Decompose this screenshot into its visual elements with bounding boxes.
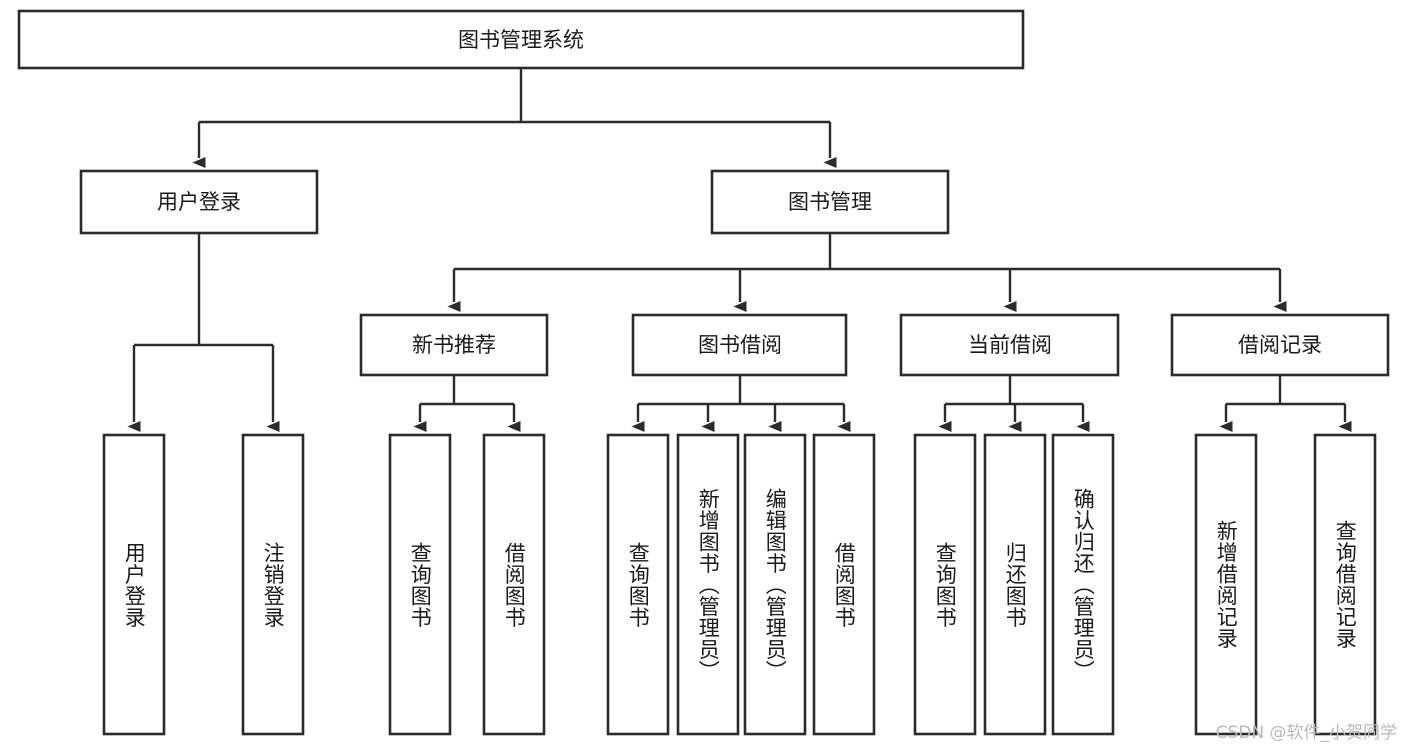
- leaf-box-query-book-borrow[interactable]: [606, 433, 670, 736]
- leaf-box-query-book-rec[interactable]: [388, 433, 452, 736]
- leaf-box-query-book-cur[interactable]: [913, 433, 977, 736]
- node-current-borrow[interactable]: 当前借阅: [899, 313, 1120, 377]
- connector-bookmanage-to-level3: [447, 233, 1287, 312]
- node-new-book-recommend[interactable]: 新书推荐: [359, 313, 549, 377]
- node-borrow-record[interactable]: 借阅记录: [1170, 313, 1390, 377]
- connector-newbook-to-leaves: [413, 375, 521, 432]
- node-new-book-recommend-label: 新书推荐: [412, 333, 496, 357]
- leaf-box-add-book[interactable]: [676, 433, 740, 736]
- leaf-box-edit-book[interactable]: [743, 433, 807, 736]
- node-root[interactable]: 图书管理系统: [17, 9, 1025, 70]
- leaf-boxes: [102, 433, 1377, 736]
- connector-root-to-level2: [192, 68, 837, 168]
- node-current-borrow-label: 当前借阅: [968, 333, 1052, 357]
- node-book-borrow-label: 图书借阅: [698, 333, 782, 357]
- node-borrow-record-label: 借阅记录: [1238, 333, 1322, 357]
- leaf-box-confirm-return[interactable]: [1051, 433, 1115, 736]
- connector-currentborrow-to-leaves: [938, 375, 1090, 432]
- connector-borrowrecord-to-leaves: [1219, 375, 1352, 432]
- leaf-box-logout[interactable]: [241, 433, 305, 736]
- leaf-box-query-record[interactable]: [1313, 433, 1377, 736]
- leaf-box-return-book[interactable]: [983, 433, 1047, 736]
- node-book-manage-label: 图书管理: [788, 190, 872, 214]
- leaf-box-add-record[interactable]: [1194, 433, 1258, 736]
- node-user-login-label: 用户登录: [157, 190, 241, 214]
- node-root-label: 图书管理系统: [458, 28, 584, 52]
- connector-bookborrow-to-leaves: [631, 375, 851, 432]
- node-user-login[interactable]: 用户登录: [79, 169, 319, 235]
- leaf-box-borrow-book-rec[interactable]: [482, 433, 546, 736]
- leaf-box-user-login[interactable]: [102, 433, 166, 736]
- node-book-manage[interactable]: 图书管理: [710, 169, 950, 235]
- leaf-box-borrow-book[interactable]: [812, 433, 876, 736]
- csdn-watermark: CSDN @软件_小贺同学: [1215, 723, 1397, 743]
- node-book-borrow[interactable]: 图书借阅: [631, 313, 848, 377]
- connector-userlogin-to-leaves: [127, 233, 280, 432]
